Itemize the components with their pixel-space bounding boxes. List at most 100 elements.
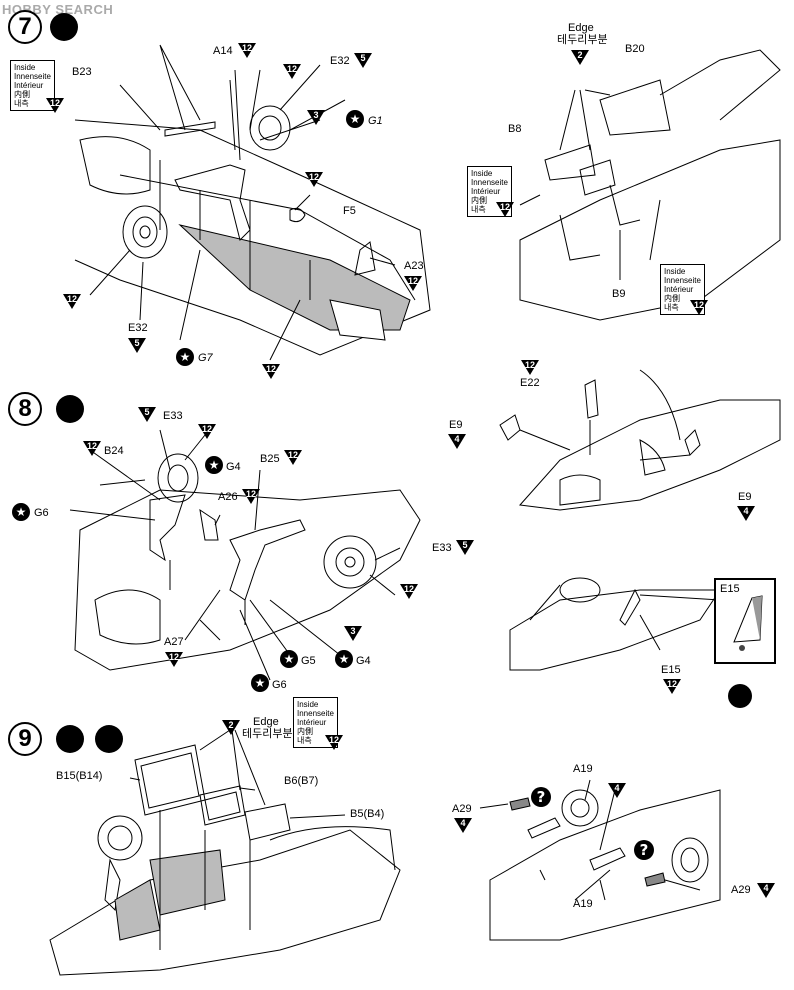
part-g7: G7 xyxy=(198,352,213,364)
decal-star-g6-bot: ★ xyxy=(251,674,269,692)
color-code-4: 4 xyxy=(454,818,472,833)
s9-bay xyxy=(149,849,226,916)
color-code-5: 5 xyxy=(138,407,156,422)
color-code-3: 3 xyxy=(307,110,325,125)
color-code-12: 12 xyxy=(305,172,323,187)
s8r-fuselage xyxy=(518,399,781,511)
color-code-12: 12 xyxy=(404,276,422,291)
s8r2-fuselage xyxy=(509,589,721,671)
e15-inset: E15 xyxy=(714,578,776,664)
s8r-e9-left xyxy=(499,414,521,441)
s8-a26 xyxy=(199,508,219,541)
color-code-12: 12 xyxy=(238,43,256,58)
part-g4-bot: G4 xyxy=(356,655,371,667)
s8-strut-b24 xyxy=(149,494,186,562)
part-b6: B6(B7) xyxy=(284,775,319,787)
part-a29-left: A29 xyxy=(452,803,472,815)
color-code-12: 12 xyxy=(262,364,280,379)
s9r-wheel-right xyxy=(671,837,709,883)
part-e9-left: E9 xyxy=(449,419,463,431)
s8-wheel-right xyxy=(323,535,377,589)
part-b15: B15(B14) xyxy=(56,770,103,782)
s7r-b9 xyxy=(579,159,616,196)
s7-intake xyxy=(79,136,151,195)
s9-door-b5 xyxy=(244,803,291,841)
color-code-12: 12 xyxy=(663,679,681,694)
part-e9-right: E9 xyxy=(738,491,752,503)
glue-icon xyxy=(50,13,78,41)
part-b23: B23 xyxy=(72,66,92,78)
s7-a23 xyxy=(354,241,376,276)
color-code-5: 5 xyxy=(354,53,372,68)
s8r-e22 xyxy=(584,379,599,419)
part-a19-top: A19 xyxy=(573,763,593,775)
color-code-5: 5 xyxy=(128,338,146,353)
part-a23: A23 xyxy=(404,260,424,272)
color-code-3: 3 xyxy=(344,626,362,641)
part-a26: A26 xyxy=(218,491,238,503)
part-a19-bot: A19 xyxy=(573,898,593,910)
question-icon: ? xyxy=(634,840,654,860)
decal-star-g4-top: ★ xyxy=(205,456,223,474)
color-code-12: 12 xyxy=(46,98,64,113)
s7-main-wheel-top xyxy=(249,105,291,151)
color-code-12: 12 xyxy=(521,360,539,375)
part-e33-top: E33 xyxy=(163,410,183,422)
s9-panel-grey xyxy=(114,879,161,941)
s9r-a29-left xyxy=(509,797,531,811)
color-code-2: 2 xyxy=(571,50,589,65)
step-9-number: 9 xyxy=(8,722,42,756)
s7-main-wheel-left xyxy=(122,205,168,259)
color-code-12: 12 xyxy=(242,489,260,504)
s7r-fuselage xyxy=(519,139,781,321)
color-code-4: 4 xyxy=(737,506,755,521)
part-g6-bot: G6 xyxy=(272,679,287,691)
decal-star-g7: ★ xyxy=(176,348,194,366)
s7-f5 xyxy=(289,207,306,223)
glue-icon xyxy=(56,725,84,753)
color-code-12: 12 xyxy=(63,294,81,309)
part-e32-bot: E32 xyxy=(128,322,148,334)
part-b8: B8 xyxy=(508,123,522,135)
s7r-b20 xyxy=(599,79,671,136)
s9r-door-upper xyxy=(527,817,561,839)
decal-star-g6: ★ xyxy=(12,503,30,521)
s8r2-wheel xyxy=(559,577,601,603)
part-b25: B25 xyxy=(260,453,280,465)
color-code-12: 12 xyxy=(284,450,302,465)
edge-label-7: Edge xyxy=(568,22,594,34)
s7-door-b23 xyxy=(164,121,216,137)
edge-label-9-ko: 테두리부분 xyxy=(242,728,293,740)
s8-intake xyxy=(94,589,161,645)
color-code-12: 12 xyxy=(400,584,418,599)
color-code-4: 4 xyxy=(608,783,626,798)
s7r-b8 xyxy=(544,144,596,181)
color-code-12: 12 xyxy=(690,300,708,315)
s9-wheel xyxy=(97,815,143,861)
part-g6: G6 xyxy=(34,507,49,519)
part-a27: A27 xyxy=(164,636,184,648)
color-code-12: 12 xyxy=(165,652,183,667)
question-icon: ? xyxy=(531,787,551,807)
part-e22: E22 xyxy=(520,377,540,389)
edge-label-7-ko: 테두리부분 xyxy=(557,34,608,46)
step-7-number: 7 xyxy=(8,10,42,44)
s8-wheel-top xyxy=(157,453,199,503)
part-g1: G1 xyxy=(368,115,383,127)
color-code-4: 4 xyxy=(448,434,466,449)
part-b20: B20 xyxy=(625,43,645,55)
part-a14: A14 xyxy=(213,45,233,57)
part-f5: F5 xyxy=(343,205,356,217)
decal-star-g5: ★ xyxy=(280,650,298,668)
part-b5: B5(B4) xyxy=(350,808,385,820)
part-e33-right: E33 xyxy=(432,542,452,554)
color-code-5: 5 xyxy=(456,540,474,555)
color-code-12: 12 xyxy=(83,441,101,456)
s8r2-e15 xyxy=(529,584,641,626)
part-b9: B9 xyxy=(612,288,626,300)
color-code-4: 4 xyxy=(757,883,775,898)
s9r-wheel-top xyxy=(561,789,599,827)
glue-icon xyxy=(56,395,84,423)
s9r-a29-right xyxy=(644,872,666,887)
